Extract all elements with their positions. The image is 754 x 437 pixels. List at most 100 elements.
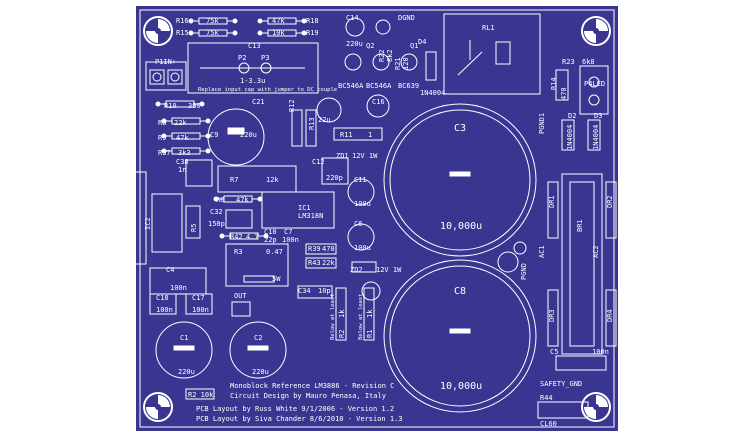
value-c7: 100n — [282, 236, 299, 244]
label-br1: BR1 — [576, 219, 584, 232]
value-c9: 220u — [240, 131, 257, 139]
board-background — [136, 6, 618, 431]
label-pgnd1: PGND1 — [538, 113, 546, 134]
label-out: OUT — [234, 292, 247, 300]
value-c17: 100n — [192, 306, 209, 314]
label-c18: C18 — [156, 294, 169, 302]
label-r1: R1 — [366, 330, 374, 338]
value-r14: 470 — [560, 87, 568, 100]
value-c32: 150p — [208, 220, 225, 228]
label-dr3: DR3 — [548, 309, 556, 322]
label-rl1: RL1 — [482, 24, 495, 32]
value-d3: 1N4004 — [592, 125, 600, 150]
credit-line: PCB Layout by Siva Chander 8/6/2010 - Ve… — [196, 415, 403, 423]
value-c16: 22u — [318, 116, 331, 124]
label-r37: R37 — [158, 149, 171, 157]
label-r19: R19 — [306, 29, 319, 37]
label-ac2: AC2 — [592, 245, 600, 258]
label-dgnd: DGND — [398, 14, 415, 22]
note-below-1: Below at least — [330, 294, 336, 340]
value-r6: 47k — [236, 196, 249, 204]
value-zd1: 12V 1W — [352, 152, 378, 160]
label-c14: C14 — [346, 14, 359, 22]
label-r2-10k: R2 10k — [188, 391, 214, 399]
label-c12: C12 — [312, 158, 325, 166]
label-c9: C9 — [210, 131, 218, 139]
label-r11: R11 — [340, 131, 353, 139]
label-c8: C8 — [454, 286, 466, 297]
label-c6: C6 — [354, 220, 362, 228]
value-c3: 10,000u — [440, 221, 482, 232]
value-r19: 10k — [272, 29, 285, 37]
value-r39: 470 — [322, 245, 335, 253]
label-r13: R13 — [308, 117, 316, 130]
value-c18: 100n — [156, 306, 173, 314]
value-r11: 1 — [368, 131, 372, 139]
label-bc546a-2: BC546A — [366, 82, 392, 90]
value-r15: 75k — [206, 29, 219, 37]
value-c38: 1n — [178, 166, 186, 174]
value-r37: 3k3 — [178, 149, 191, 157]
value-c34: 10p — [318, 287, 331, 295]
value-r43: 22k — [322, 259, 335, 267]
label-p1: P1IN+ — [155, 58, 176, 66]
value-r3: 0.47 — [266, 248, 283, 256]
label-c32: C32 — [210, 208, 223, 216]
value-c12: 220p — [326, 174, 343, 182]
value-c13: 1-3.3u — [240, 77, 265, 85]
label-q2: Q2 — [366, 42, 374, 50]
label-c34: C34 — [298, 287, 311, 295]
label-r6: R6 — [216, 196, 224, 204]
value-d2: 1N4004 — [566, 125, 574, 150]
label-p3: P3 — [261, 54, 269, 62]
label-d3: D3 — [594, 112, 602, 120]
label-p2: P2 — [238, 54, 246, 62]
label-c17: C17 — [192, 294, 205, 302]
label-zd2: ZD2 — [350, 266, 363, 274]
label-r14: R14 — [550, 77, 558, 90]
label-cl60: CL60 — [540, 420, 557, 428]
label-r10: R10 — [164, 102, 177, 110]
label-r44: R44 — [540, 394, 553, 402]
label-r21: R21 — [394, 57, 402, 70]
value-c6: 100u — [354, 244, 371, 252]
value-r22: 8k2 — [386, 49, 394, 62]
label-r3: R3 — [234, 248, 242, 256]
value-c1: 220u — [178, 368, 195, 376]
credits-block: Monoblock Reference LM3886 - Revision C … — [196, 382, 403, 423]
value-c11: 100u — [354, 200, 371, 208]
label-r12: R12 — [288, 99, 296, 112]
label-c2: C2 — [254, 334, 262, 342]
value-c14: 220u — [346, 40, 363, 48]
value-r8: 22k — [174, 119, 187, 127]
label-dr4: DR4 — [606, 309, 614, 322]
value-r18: 47k — [272, 17, 285, 25]
label-c16: C16 — [372, 98, 385, 106]
label-r16: R16 — [176, 17, 189, 25]
label-r22: R22 — [378, 49, 386, 62]
label-c38: C38 — [176, 158, 189, 166]
label-dr2: DR2 — [606, 195, 614, 208]
value-r21: 120 — [402, 57, 410, 70]
label-r42: R42 — [230, 233, 243, 241]
jumper-note: Replace input cap with jumper to DC coup… — [198, 87, 337, 93]
value-zd2: 12V 1W — [376, 266, 402, 274]
value-c2: 220u — [252, 368, 269, 376]
label-c21: C21 — [252, 98, 265, 106]
label-c1: C1 — [180, 334, 188, 342]
note-below-2: Below at least — [358, 294, 364, 340]
label-r15: R15 — [176, 29, 189, 37]
label-c13: C13 — [248, 42, 261, 50]
label-c5: C5 — [550, 348, 558, 356]
label-r18: R18 — [306, 17, 319, 25]
credit-line: Circuit Design by Mauro Penasa, Italy — [230, 392, 386, 400]
credit-line: Monoblock Reference LM3886 - Revision C — [230, 382, 394, 390]
label-zd1: ZD1 — [336, 152, 349, 160]
label-r43: R43 — [308, 259, 321, 267]
value-r42: 4.7 — [246, 233, 259, 241]
value-r1: 1k — [366, 309, 374, 318]
credit-line: PCB Layout by Russ White 9/1/2006 - Vers… — [196, 405, 394, 413]
label-c4: C4 — [166, 266, 174, 274]
label-r5: R5 — [190, 224, 198, 232]
